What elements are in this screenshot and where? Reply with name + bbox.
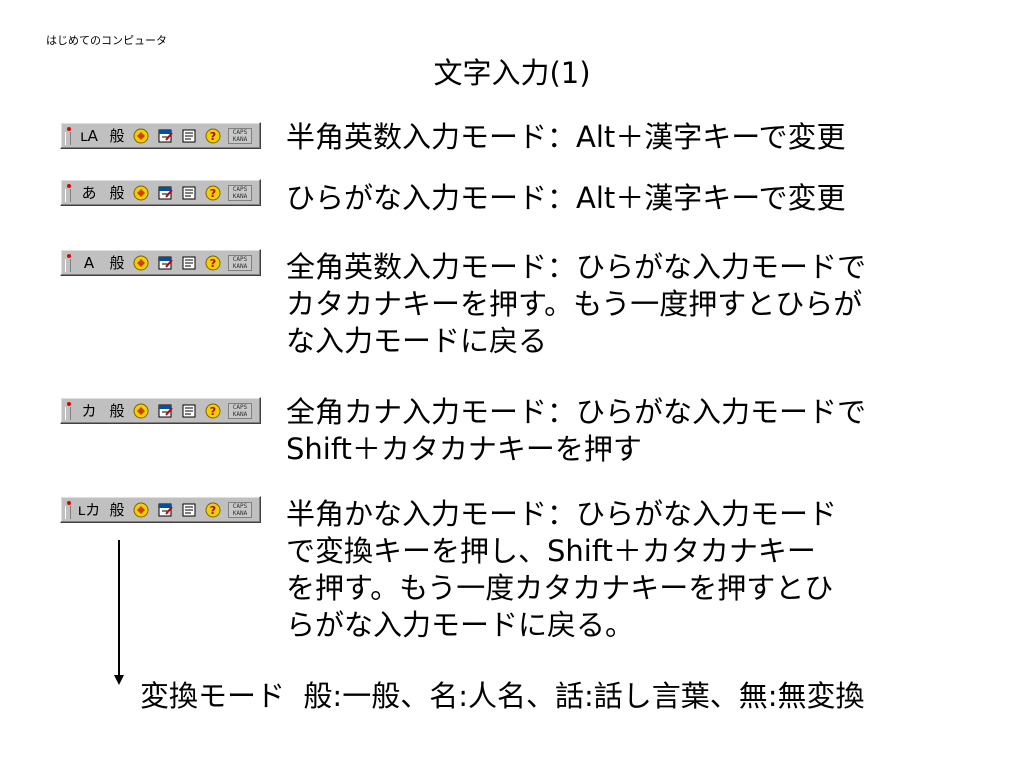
mode-description-3: 全角英数入力モード：ひらがな入力モードで カタカナキーを押す。もう一度押すとひら… xyxy=(286,250,867,358)
ime-status-icon xyxy=(130,500,152,520)
toolbar-grip-icon xyxy=(64,401,72,420)
svg-text:?: ? xyxy=(210,504,216,517)
conversion-mode-indicator: 般 xyxy=(109,254,125,272)
input-mode-indicator: あ xyxy=(81,184,97,202)
toolbar-grip-icon xyxy=(64,183,72,202)
mode-description-5: 半角かな入力モード：ひらがな入力モード で変換キーを押し、Shift＋カタカナキ… xyxy=(286,497,838,642)
notebook-icon xyxy=(154,183,176,203)
help-icon: ? xyxy=(202,183,224,203)
notebook-icon xyxy=(154,401,176,421)
help-icon: ? xyxy=(202,500,224,520)
toolbar-grip-icon xyxy=(64,500,72,519)
ime-status-icon xyxy=(130,126,152,146)
dictionary-icon xyxy=(178,126,200,146)
down-arrow-icon xyxy=(114,540,124,685)
dictionary-icon xyxy=(178,401,200,421)
conversion-mode-indicator: 般 xyxy=(109,184,125,202)
mode-description-1: 半角英数入力モード：Alt＋漢字キーで変更 xyxy=(286,120,846,154)
input-mode-indicator: A xyxy=(83,253,95,272)
ime-status-icon xyxy=(130,401,152,421)
conversion-mode-legend: 変換モード 般:一般、名:人名、話:話し言葉、無:無変換 xyxy=(140,679,865,713)
dictionary-icon xyxy=(178,183,200,203)
svg-text:?: ? xyxy=(210,257,216,270)
svg-text:?: ? xyxy=(210,187,216,200)
mode-description-2: ひらがな入力モード：Alt＋漢字キーで変更 xyxy=(286,181,846,215)
conversion-mode-indicator: 般 xyxy=(109,402,125,420)
dictionary-icon xyxy=(178,253,200,273)
help-icon: ? xyxy=(202,401,224,421)
notebook-icon xyxy=(154,126,176,146)
svg-text:?: ? xyxy=(210,130,216,143)
input-mode-indicator: ʟカ xyxy=(77,501,101,519)
mode-description-4: 全角カナ入力モード：ひらがな入力モードで Shift＋カタカナキーを押す xyxy=(286,395,867,466)
input-mode-indicator: カ xyxy=(81,402,97,420)
corner-label: はじめてのコンピュータ xyxy=(46,34,167,47)
dictionary-icon xyxy=(178,500,200,520)
help-icon: ? xyxy=(202,126,224,146)
ime-status-icon xyxy=(130,183,152,203)
notebook-icon xyxy=(154,253,176,273)
conversion-mode-indicator: 般 xyxy=(109,127,125,145)
help-icon: ? xyxy=(202,253,224,273)
toolbar-grip-icon xyxy=(64,253,72,272)
toolbar-grip-icon xyxy=(64,126,72,145)
svg-text:?: ? xyxy=(210,405,216,418)
conversion-mode-indicator: 般 xyxy=(109,501,125,519)
page-title: 文字入力(1) xyxy=(433,56,591,90)
input-mode-indicator: ʟA xyxy=(80,126,98,145)
ime-status-icon xyxy=(130,253,152,273)
notebook-icon xyxy=(154,500,176,520)
